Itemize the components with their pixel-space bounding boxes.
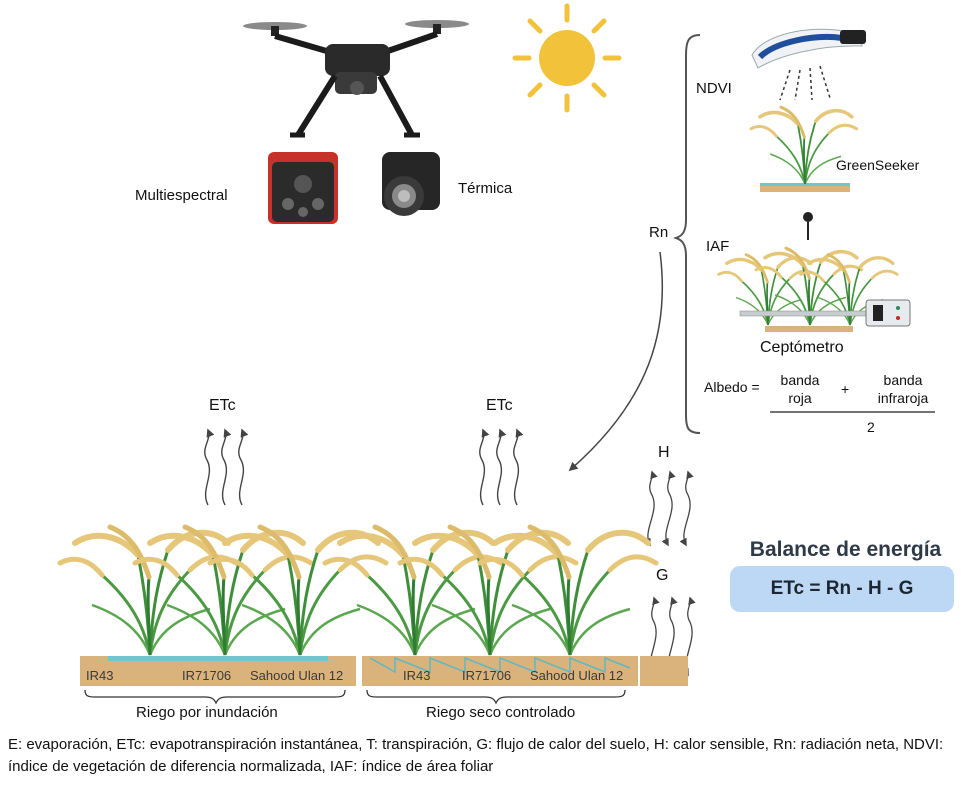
ceptometer-icon bbox=[716, 212, 911, 332]
label-h: H bbox=[658, 444, 670, 461]
label-multispectral: Multiespectral bbox=[135, 187, 228, 204]
albedo-prefix: Albedo = bbox=[704, 379, 760, 395]
albedo-term2-line2: infraroja bbox=[877, 390, 929, 406]
variety-left-2: IR71706 bbox=[182, 668, 232, 683]
drone-icon bbox=[243, 20, 469, 138]
balance-equation: ETc = Rn - H - G bbox=[770, 578, 914, 599]
label-ndvi: NDVI bbox=[696, 80, 732, 97]
sun-icon bbox=[512, 3, 622, 113]
label-etc-mid: ETc bbox=[486, 397, 513, 414]
plot-controlled-dry bbox=[325, 527, 656, 686]
soil-strip-g bbox=[640, 656, 688, 686]
label-g: G bbox=[656, 567, 669, 584]
brace-flooded bbox=[84, 689, 346, 705]
albedo-term1-line2: roja bbox=[788, 390, 812, 406]
balance-title: Balance de energía bbox=[749, 538, 942, 561]
variety-left-1: IR43 bbox=[86, 668, 114, 683]
albedo-term2-line1: banda bbox=[883, 372, 923, 388]
etc-arrows-mid bbox=[479, 428, 524, 506]
measurement-bracket bbox=[672, 34, 701, 434]
figure-caption: E: evaporación, ETc: evapotranspiración … bbox=[8, 736, 944, 775]
greenseeker-sensor-icon bbox=[751, 28, 866, 101]
h-arrows bbox=[643, 470, 694, 547]
plot-label-controlled-dry: Riego seco controlado bbox=[426, 704, 576, 721]
balance-equation-box: ETc = Rn - H - G bbox=[730, 566, 954, 612]
etc-arrows-left bbox=[204, 428, 249, 506]
label-greenseeker: GreenSeeker bbox=[836, 157, 920, 173]
label-rn: Rn bbox=[649, 224, 669, 241]
variety-right-1: IR43 bbox=[403, 668, 431, 683]
albedo-term1-line1: banda bbox=[780, 372, 820, 388]
variety-right-2: IR71706 bbox=[462, 668, 512, 683]
multispectral-camera-icon bbox=[268, 152, 338, 224]
albedo-denominator: 2 bbox=[867, 419, 875, 435]
variety-left-3: Sahood Ulan 12 bbox=[250, 668, 344, 683]
albedo-plus: + bbox=[841, 381, 850, 397]
thermal-camera-icon bbox=[382, 152, 440, 216]
rn-arrow bbox=[568, 251, 664, 472]
variety-right-3: Sahood Ulan 12 bbox=[530, 668, 624, 683]
label-thermal: Térmica bbox=[458, 180, 513, 197]
label-iaf: IAF bbox=[706, 238, 730, 255]
plot-label-flooded: Riego por inundación bbox=[136, 704, 278, 721]
label-ceptometer: Ceptómetro bbox=[760, 339, 844, 356]
plot-flooded bbox=[60, 527, 386, 686]
brace-controlled-dry bbox=[366, 689, 626, 705]
greenseeker-plant bbox=[749, 105, 859, 192]
label-etc-left: ETc bbox=[209, 397, 236, 414]
